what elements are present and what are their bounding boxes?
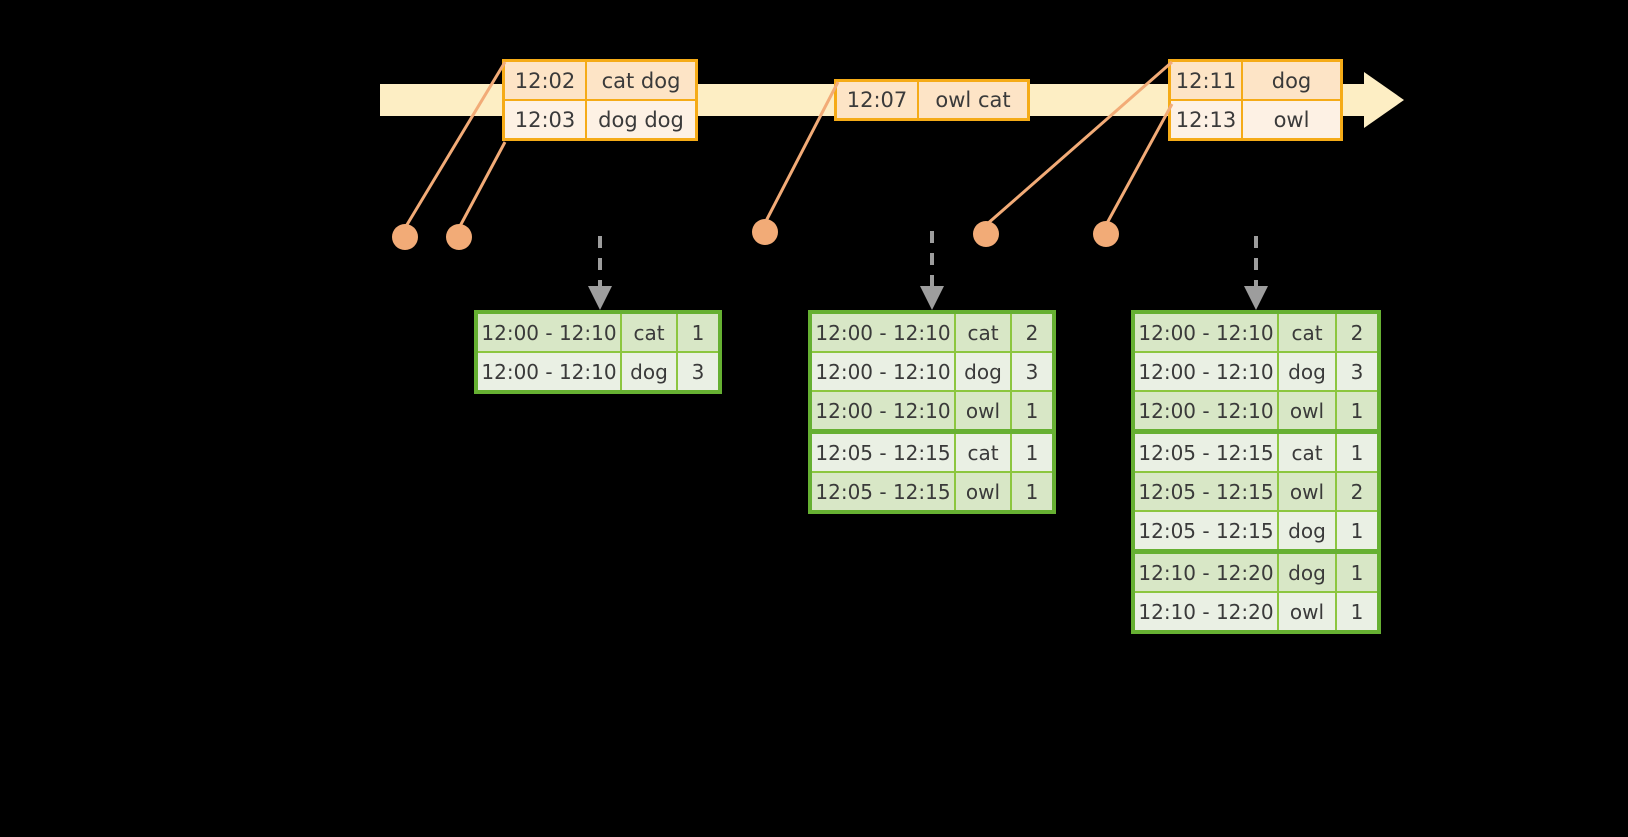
cell-count: 1 [1337, 392, 1377, 429]
cell-word: cat [956, 434, 1012, 471]
cell-count: 2 [1012, 314, 1052, 351]
event-words: cat dog [587, 62, 695, 99]
cell-word: dog [1279, 512, 1337, 549]
cell-word: owl [1279, 392, 1337, 429]
timeline-event-row: 12:11 dog [1171, 62, 1340, 99]
cell-window: 12:00 - 12:10 [478, 314, 622, 351]
timeline-event-row: 12:03 dog dog [505, 99, 695, 138]
cell-count: 2 [1337, 473, 1377, 510]
cell-word: owl [1279, 473, 1337, 510]
cell-window: 12:05 - 12:15 [1135, 512, 1279, 549]
event-words: dog [1243, 62, 1340, 99]
event-words: owl cat [919, 82, 1027, 118]
cell-window: 12:10 - 12:20 [1135, 593, 1279, 630]
flow-arrow-head-2 [920, 286, 944, 310]
cell-word: dog [622, 353, 678, 390]
cell-word: cat [1279, 434, 1337, 471]
cell-window: 12:00 - 12:10 [812, 314, 956, 351]
timeline-event-row: 12:02 cat dog [505, 62, 695, 99]
event-words: owl [1243, 101, 1340, 138]
cell-count: 3 [1012, 353, 1052, 390]
cell-word: dog [1279, 353, 1337, 390]
timeline-event-box-1[interactable]: 12:02 cat dog 12:03 dog dog [502, 59, 698, 141]
dot-1211[interactable] [973, 221, 999, 247]
cell-window: 12:00 - 12:10 [1135, 392, 1279, 429]
cell-window: 12:05 - 12:15 [1135, 473, 1279, 510]
cell-word: dog [956, 353, 1012, 390]
cell-count: 1 [1337, 512, 1377, 549]
dot-1207[interactable] [752, 219, 778, 245]
cell-window: 12:05 - 12:15 [812, 434, 956, 471]
dot-1213[interactable] [1093, 221, 1119, 247]
timeline-event-box-3[interactable]: 12:11 dog 12:13 owl [1168, 59, 1343, 141]
cell-window: 12:00 - 12:10 [812, 392, 956, 429]
cell-count: 2 [1337, 314, 1377, 351]
cell-count: 1 [1337, 554, 1377, 591]
cell-count: 1 [1012, 473, 1052, 510]
cell-count: 3 [678, 353, 718, 390]
cell-count: 1 [678, 314, 718, 351]
cell-window: 12:00 - 12:10 [1135, 314, 1279, 351]
cell-word: owl [956, 473, 1012, 510]
connector-line-1213 [1104, 103, 1174, 226]
cell-word: cat [622, 314, 678, 351]
dot-1202[interactable] [392, 224, 418, 250]
cell-count: 1 [1012, 392, 1052, 429]
event-time: 12:03 [505, 101, 587, 138]
timeline-arrow-head [1364, 72, 1404, 128]
cell-window: 12:05 - 12:15 [812, 473, 956, 510]
connector-line-1203 [457, 141, 507, 229]
cell-window: 12:10 - 12:20 [1135, 554, 1279, 591]
cell-window: 12:05 - 12:15 [1135, 434, 1279, 471]
cell-count: 1 [1012, 434, 1052, 471]
flow-arrow-head-3 [1244, 286, 1268, 310]
event-time: 12:13 [1171, 101, 1243, 138]
cell-word: cat [956, 314, 1012, 351]
cell-count: 3 [1337, 353, 1377, 390]
cell-window: 12:00 - 12:10 [478, 353, 622, 390]
timeline-event-row: 12:07 owl cat [837, 82, 1027, 118]
cell-word: owl [956, 392, 1012, 429]
cell-word: dog [1279, 554, 1337, 591]
timeline-event-box-2[interactable]: 12:07 owl cat [834, 79, 1030, 121]
cell-window: 12:00 - 12:10 [812, 353, 956, 390]
event-words: dog dog [587, 101, 695, 138]
flow-arrow-head-1 [588, 286, 612, 310]
timeline-event-row: 12:13 owl [1171, 99, 1340, 138]
cell-count: 1 [1337, 434, 1377, 471]
dot-1203[interactable] [446, 224, 472, 250]
cell-word: cat [1279, 314, 1337, 351]
cell-word: owl [1279, 593, 1337, 630]
event-time: 12:02 [505, 62, 587, 99]
event-time: 12:11 [1171, 62, 1243, 99]
cell-count: 1 [1337, 593, 1377, 630]
cell-window: 12:00 - 12:10 [1135, 353, 1279, 390]
event-time: 12:07 [837, 82, 919, 118]
